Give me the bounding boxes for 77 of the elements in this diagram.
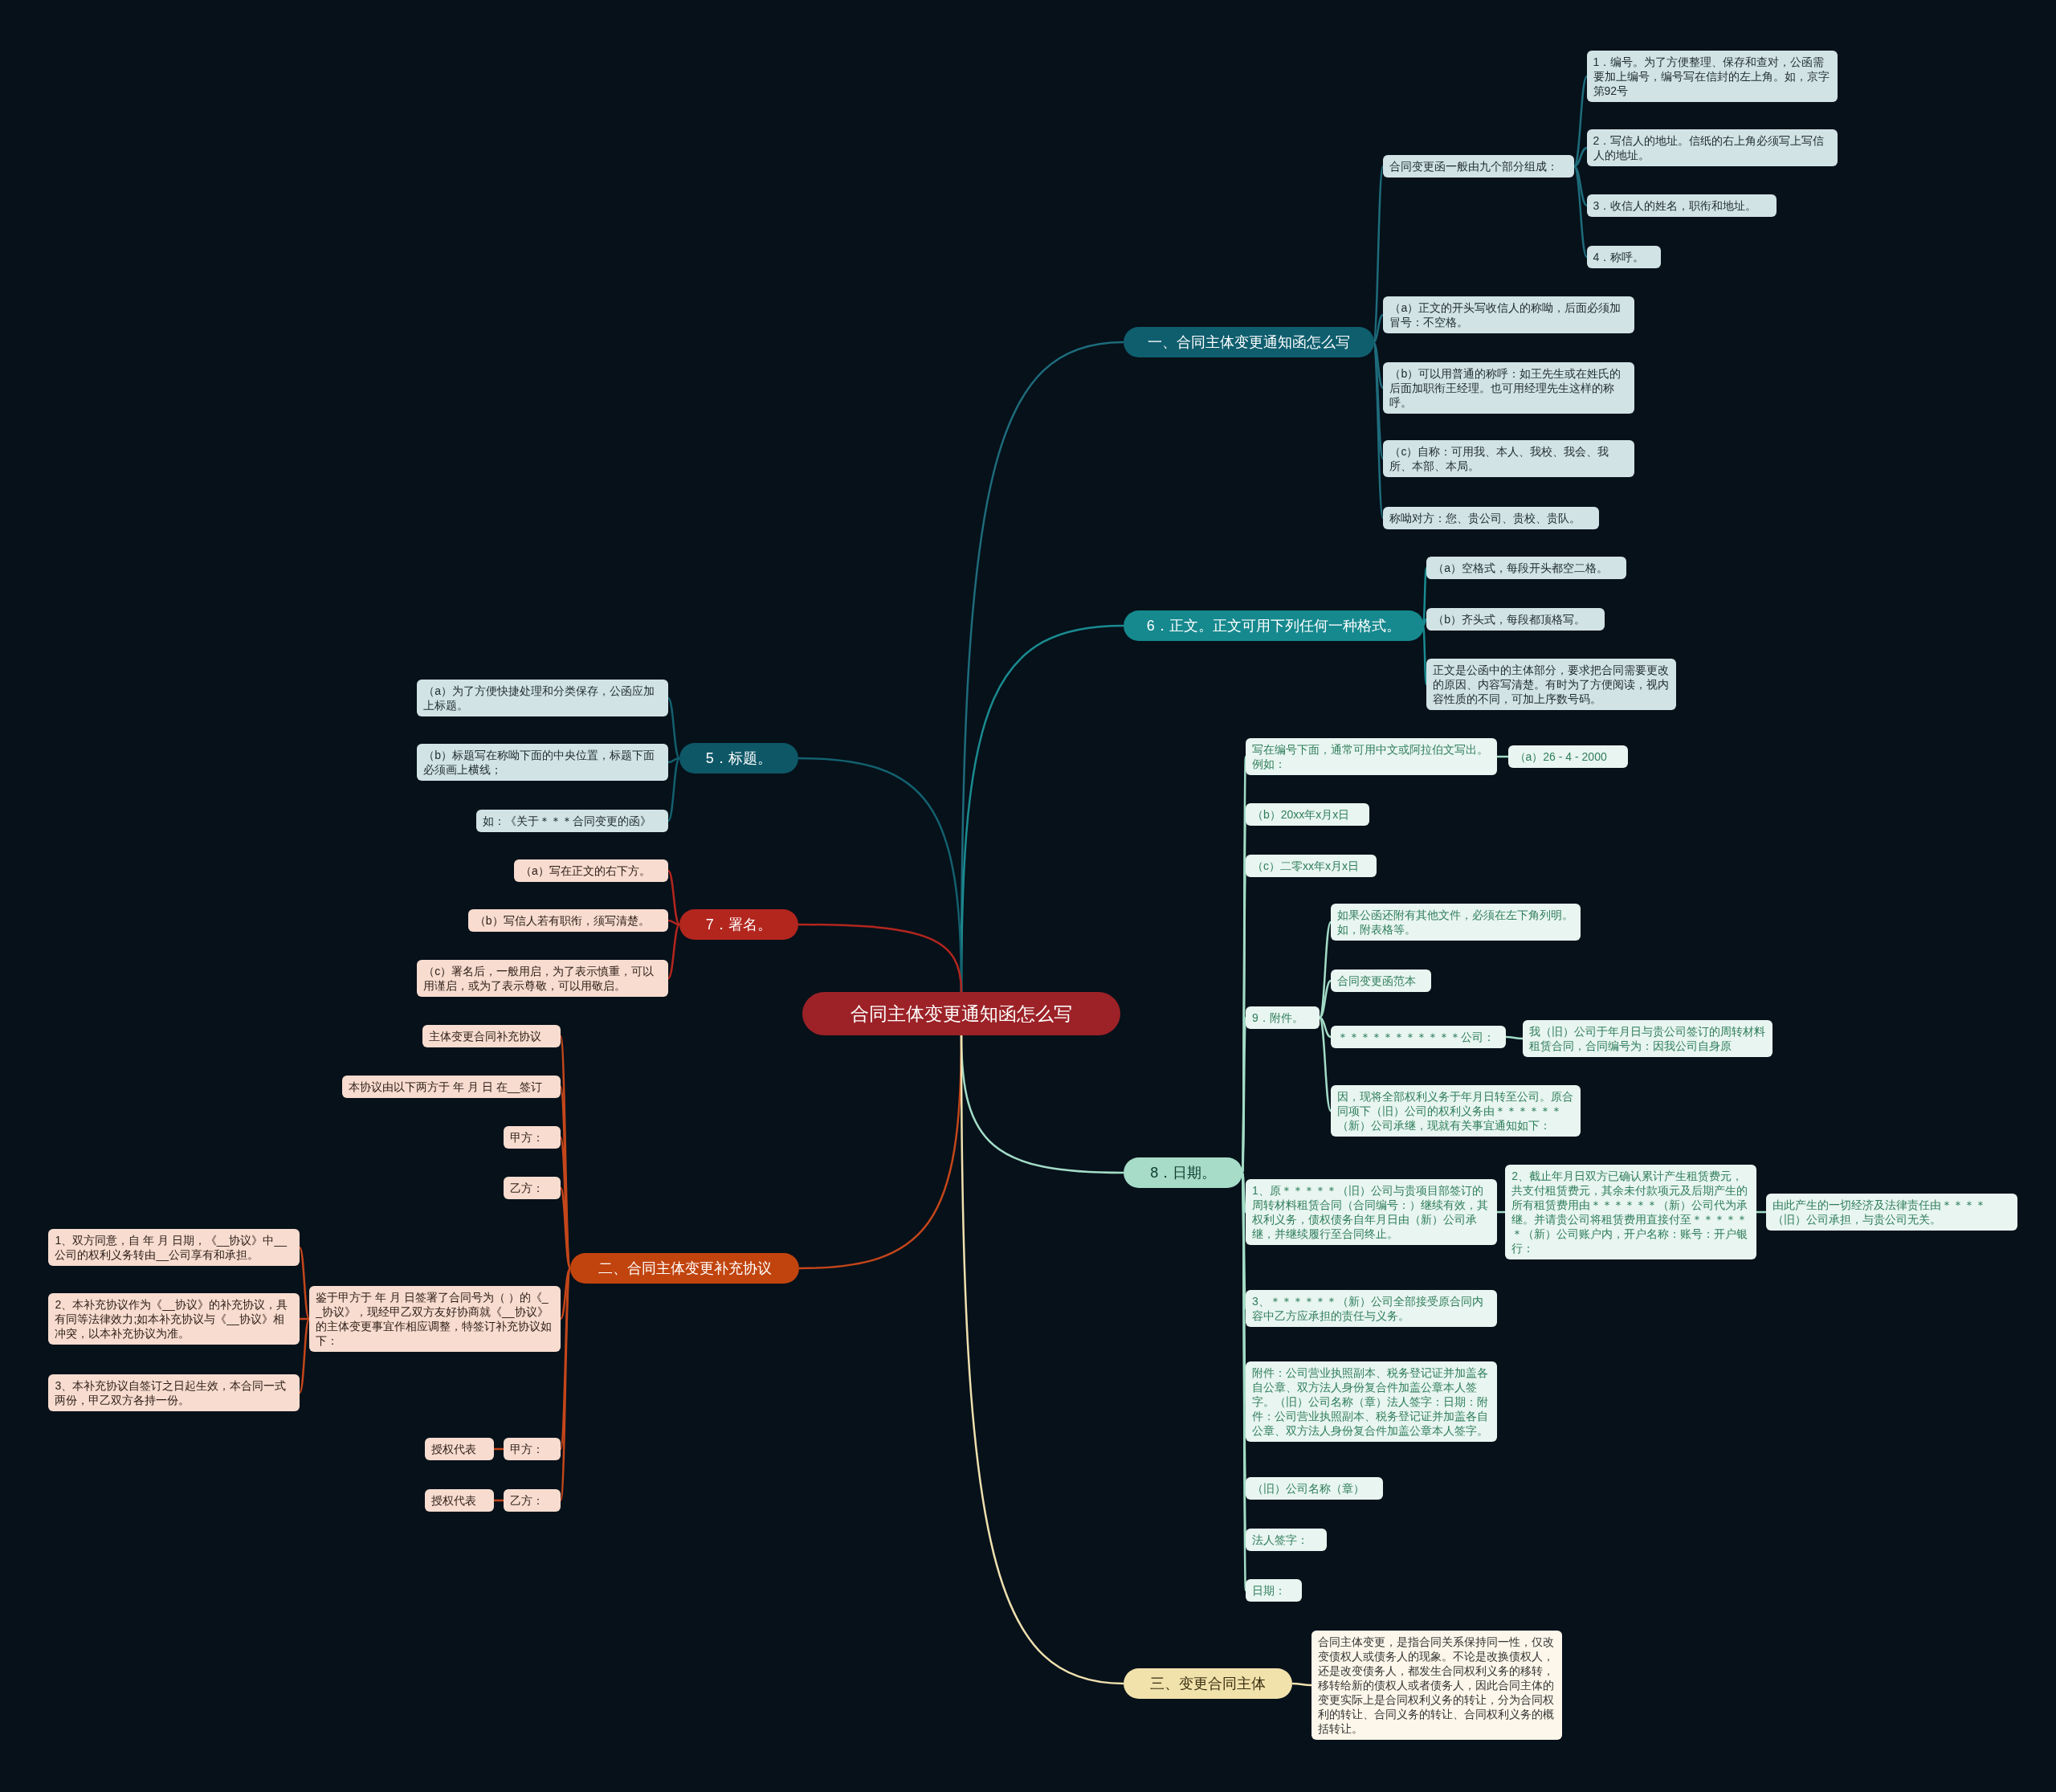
connector-line [1373, 341, 1384, 389]
topic-box: （c）署名后，一般用启，为了表示慎重，可以用谨启，或为了表示尊敬，可以用敬启。 [417, 959, 668, 997]
connector-line [560, 1267, 571, 1320]
connector-line [667, 757, 680, 822]
topic-box: （a）写在正文的右下方。 [514, 859, 668, 883]
topic-box: 3、＊＊＊＊＊＊（新）公司全部接受原合同内容中乙方应承担的责任与义务。 [1246, 1290, 1497, 1328]
connector-line [1319, 980, 1332, 1018]
branch-topic: 二、合同主体变更补充协议 [570, 1252, 800, 1284]
topic-box: 正文是公函中的主体部分，要求把合同需要更改的原因、内容写清楚。有时为了方便阅读，视内容性质的不同，可加上序数号码。 [1426, 659, 1677, 711]
topic-box: 1、原＊＊＊＊＊（旧）公司与贵项目部签订的周转材料租赁合同（合同编号：）继续有效，其权利义务，债权债务自年月日由（新）公司承继，并继续履行至合同终止。 [1246, 1178, 1497, 1245]
topic-box: 日期： [1246, 1579, 1302, 1602]
topic-box: 如：《关于＊＊＊合同变更的函》 [475, 810, 668, 833]
connector-line [1505, 1035, 1524, 1040]
connector-line [667, 697, 680, 759]
topic-box: 写在编号下面，通常可用中文或阿拉伯文写出。例如： [1246, 738, 1497, 776]
topic-box: 鉴于甲方于 年 月 日签署了合同号为（ ）的《__协议》，现经甲乙双方友好协商就《__协议》的主体变更事宜作相应调整，特签订补充协议如下： [309, 1286, 561, 1353]
topic-box: 如果公函还附有其他文件，必须在左下角列明。如，附表格等。 [1331, 903, 1581, 941]
connector-line [667, 919, 680, 926]
topic-box: （b）可以用普通的称呼：如王先生或在姓氏的后面加职衔王经理。也可用经理先生这样的称呼。 [1383, 362, 1635, 414]
connector-line [559, 1137, 572, 1269]
topic-box: （a）正文的开头写收信人的称呦，后面必须加冒号：不空格。 [1383, 296, 1635, 333]
topic-box: 1、双方同意，自 年 月 日期，《__协议》中__公司的权利义务转由__公司享有和承担。 [48, 1228, 300, 1266]
topic-box: 授权代表 [424, 1438, 494, 1461]
connector-line [559, 1187, 572, 1269]
topic-box: （a）26 - 4 - 2000 [1507, 745, 1629, 769]
topic-box: （b）齐头式，每段都顶格写。 [1426, 607, 1605, 631]
topic-box: （a）为了方便快捷处理和分类保存，公函应加上标题。 [417, 679, 668, 716]
topic-box: 法人签字： [1246, 1528, 1327, 1551]
topic-box: 甲方： [503, 1438, 561, 1461]
topic-box: 本协议由以下两方于 年 月 日 在__签订 [342, 1076, 561, 1099]
central-topic: 合同主体变更通知函怎么写 [802, 992, 1121, 1036]
connector-line [667, 757, 680, 764]
topic-box: 称呦对方：您、贵公司、贵校、贵队。 [1383, 506, 1600, 529]
connector-line [667, 870, 680, 925]
topic-box: 我（旧）公司于年月日与贵公司签订的周转材料租赁合同，合同编号为：因我公司自身原 [1522, 1020, 1772, 1058]
topic-box: 合同变更函范本 [1331, 969, 1432, 993]
connector-line [667, 924, 680, 979]
topic-box: 3、本补充协议自签订之日起生效，本合同一式两份，甲乙双方各持一份。 [48, 1374, 300, 1411]
topic-box: （a）空格式，每段开头都空二格。 [1426, 556, 1627, 579]
topic-box: 2．写信人的地址。信纸的右上角必须写上写信人的地址。 [1586, 129, 1838, 167]
branch-topic: 一、合同主体变更通知函怎么写 [1124, 327, 1374, 358]
topic-box: 2、本补充协议作为《__协议》的补充协议，具有同等法律效力;如本补充协议与《__协议》相冲突，以本补充协议为准。 [48, 1293, 300, 1345]
topic-box: 乙方： [503, 1177, 561, 1200]
topic-box: （c）自称：可用我、本人、我校、我会、我所、本部、本局。 [1383, 440, 1635, 478]
branch-topic: 三、变更合同主体 [1124, 1668, 1293, 1700]
topic-box: （b）写信人若有职衔，须写清楚。 [467, 909, 668, 933]
topic-box: 4．称呼。 [1586, 246, 1661, 268]
connector-line [1573, 76, 1588, 167]
topic-box: 甲方： [503, 1125, 561, 1149]
branch-topic: 5．标题。 [679, 742, 798, 774]
topic-box: 由此产生的一切经济及法律责任由＊＊＊＊（旧）公司承担，与贵公司无关。 [1766, 1193, 2017, 1231]
connector-line [1292, 1682, 1312, 1687]
topic-box: 9．附件。 [1246, 1006, 1320, 1029]
connector-line [798, 923, 963, 993]
topic-box: （旧）公司名称（章） [1246, 1477, 1383, 1500]
topic-box: 合同主体变更，是指合同关系保持同一性，仅改变债权人或债务人的现象。不论是改换债权人，还是改变债务人，都发生合同权利义务的移转，移转给新的债权人或者债务人，因此合同主体的变更实际上是合同权利义务的转让，分为合同权利的转让、合同义务的转让、合同权利义务的概括转让。 [1311, 1630, 1563, 1740]
topic-box: 因，现将全部权利义务于年月日转至公司。原合同项下（旧）公司的权利义务由＊＊＊＊＊＊（新）公司承继，现就有关事宜通知如下： [1331, 1084, 1581, 1137]
branch-topic: 7．署名。 [679, 909, 798, 940]
topic-box: 合同变更函一般由九个部分组成： [1383, 155, 1575, 178]
topic-box: 授权代表 [424, 1488, 494, 1512]
topic-box: 2、截止年月日双方已确认累计产生租赁费元，共支付租赁费元，其余未付款项元及后期产生的所有租赁费用由＊＊＊＊＊＊（新）公司代为承继。并请贵公司将租赁费用直接付至＊＊＊＊＊＊（新）公司账户内，开户名称：账号：开户银行： [1505, 1164, 1757, 1259]
branch-topic: 6．正文。正文可用下列任何一种格式。 [1124, 610, 1424, 641]
topic-box: 附件：公司营业执照副本、税务登记证并加盖各自公章、双方法人身份复合件加盖公章本人签字。（旧）公司名称（章）法人签字：日期：附件：公司营业执照副本、税务登记证并加盖各自公章、双方法人身份复合件加盖公章本人签字。 [1246, 1361, 1497, 1443]
connector-line [960, 1035, 1124, 1685]
topic-box: 1．编号。为了方便整理、保存和查对，公函需要加上编号，编号写在信封的左上角。如，京字第92号 [1586, 50, 1838, 102]
connector-line [1373, 314, 1384, 343]
topic-box: ＊＊＊＊＊＊＊＊＊＊＊公司： [1331, 1026, 1507, 1049]
topic-box: 乙方： [503, 1488, 561, 1512]
connector-line [1573, 146, 1588, 168]
topic-box: 主体变更合同补充协议 [422, 1024, 561, 1047]
topic-box: （c）二零xx年x月x日 [1246, 854, 1377, 877]
connector-line [1573, 165, 1588, 206]
topic-box: （b）标题写在称呦下面的中央位置，标题下面必须画上横线； [417, 743, 668, 781]
topic-box: （b）20xx年x月x日 [1246, 802, 1370, 826]
branch-topic: 8．日期。 [1124, 1157, 1243, 1188]
topic-box: 3．收信人的姓名，职衔和地址。 [1586, 194, 1777, 218]
connector-line [1319, 1016, 1332, 1039]
